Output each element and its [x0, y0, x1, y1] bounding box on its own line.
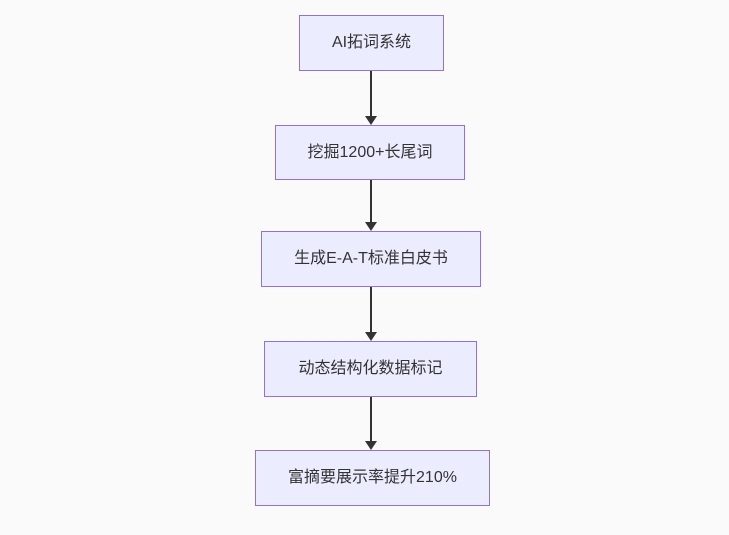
arrow-head-icon: [365, 332, 377, 341]
arrow-line: [370, 71, 372, 116]
flowchart-node-longtail-words: 挖掘1200+长尾词: [275, 125, 465, 180]
arrow-line: [370, 180, 372, 222]
flowchart-arrow: [364, 287, 378, 341]
flowchart-node-rich-snippet-result: 富摘要展示率提升210%: [255, 450, 490, 506]
arrow-line: [370, 397, 372, 441]
arrow-head-icon: [365, 441, 377, 450]
flowchart-node-structured-data: 动态结构化数据标记: [264, 341, 477, 397]
flowchart-arrow: [364, 71, 378, 125]
flowchart-node-ai-system: AI拓词系统: [299, 15, 444, 71]
flowchart-node-eat-whitepaper: 生成E-A-T标准白皮书: [261, 231, 481, 287]
arrow-head-icon: [365, 222, 377, 231]
flowchart-arrow: [364, 180, 378, 231]
arrow-line: [370, 287, 372, 332]
arrow-head-icon: [365, 116, 377, 125]
flowchart-arrow: [364, 397, 378, 450]
